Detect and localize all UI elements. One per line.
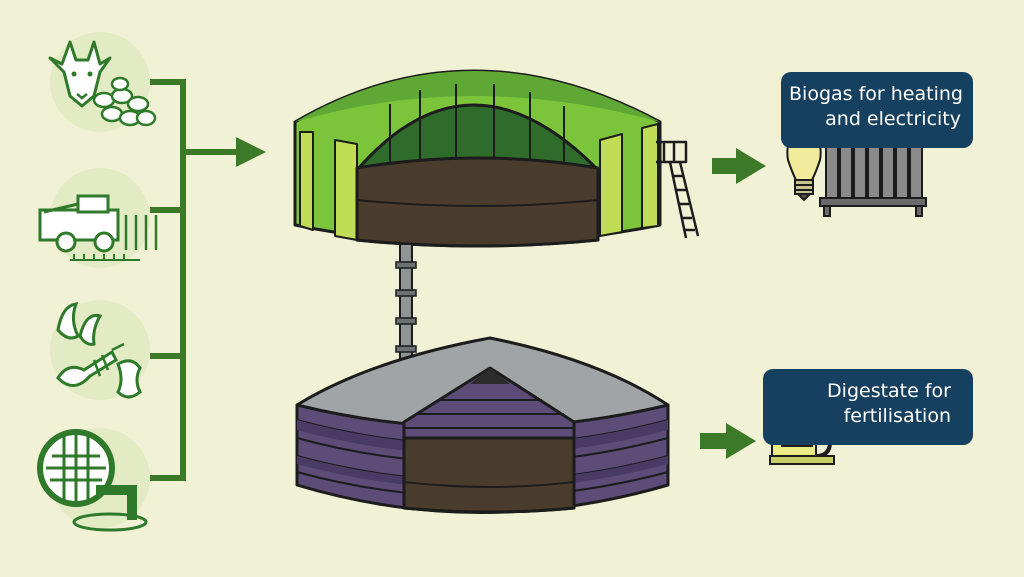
connecting-pipe [395,243,417,365]
goat-manure-icon [48,32,157,132]
digestate-output-arrow [700,423,756,459]
biogas-label-line1: Biogas for heating [789,83,963,105]
input-connector [150,79,240,481]
food-waste-icon [50,300,150,400]
digester-tank [293,69,700,248]
biogas-output-arrow [712,148,766,184]
digestate-label-line1: Digestate for [827,380,951,402]
digestate-label-line2: fertilisation [843,405,951,427]
radiator-icon [819,139,927,217]
biogas-label: Biogas for heating and electricity [781,72,973,148]
combine-harvester-icon [38,168,158,268]
sewage-sludge-icon [37,428,150,532]
digestate-label: Digestate for fertilisation [763,369,973,445]
biogas-label-line2: and electricity [825,108,961,130]
input-arrow-head [236,137,266,167]
digestate-storage-tank [295,336,670,514]
